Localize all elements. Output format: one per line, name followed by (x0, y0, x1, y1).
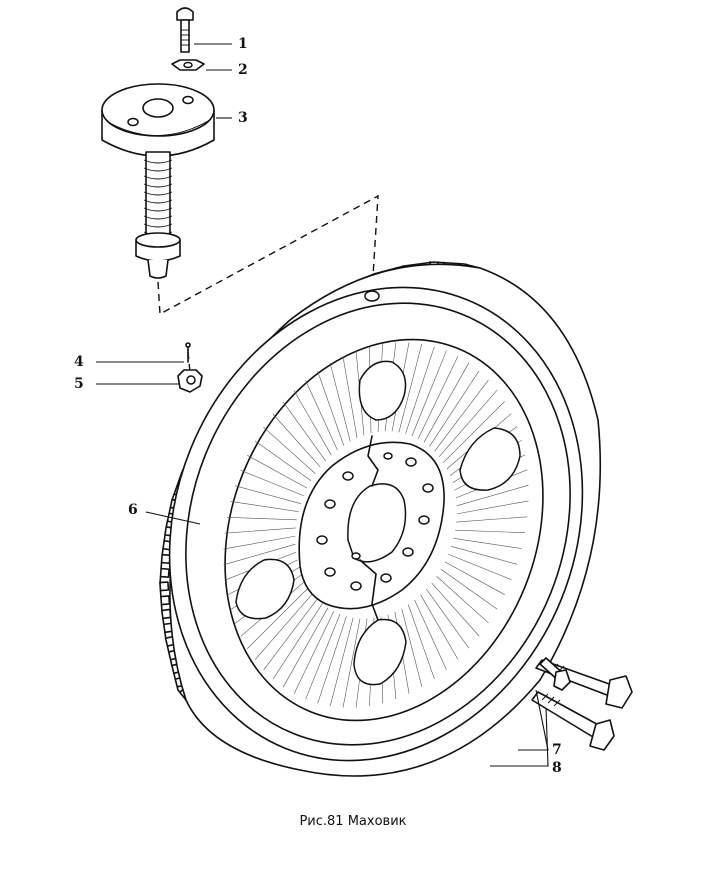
radial-hatch-line (342, 618, 361, 708)
gear-tooth (160, 595, 171, 606)
radial-hatch-line (434, 379, 489, 452)
radial-hatch-line (282, 401, 326, 462)
part-5-nut (177, 369, 203, 393)
callout-4: 4 (74, 354, 84, 370)
radial-hatch-line (453, 538, 522, 549)
radial-hatch-line (440, 568, 498, 610)
radial-hatch-line (317, 370, 344, 446)
radial-hatch-line (305, 380, 338, 451)
radial-hatch-line (234, 485, 301, 504)
radial-hatch-line (305, 613, 341, 700)
radial-hatch-line (456, 500, 529, 515)
callout-8: 8 (552, 760, 562, 776)
part-1-bolt (176, 7, 194, 53)
gear-tooth (159, 567, 170, 578)
radial-hatch-line (405, 346, 435, 434)
radial-hatch-line (431, 582, 480, 637)
radial-hatch-line (423, 362, 470, 443)
callout-7: 7 (552, 742, 562, 758)
radial-hatch-line (426, 588, 470, 649)
radial-hatch-line (438, 389, 498, 457)
callout-6: 6 (128, 502, 138, 518)
leader-lines (96, 43, 549, 767)
radial-hatch-line (254, 593, 314, 661)
gear-tooth (159, 581, 170, 592)
part-3-pin-assembly (101, 83, 215, 279)
radial-hatch-line (317, 616, 347, 704)
radial-hatch-line (240, 470, 304, 497)
part-2-washer (171, 59, 205, 71)
radial-hatch-line (455, 529, 525, 534)
radial-hatch-line (263, 598, 318, 671)
part-4-screw (185, 342, 191, 363)
radial-hatch-line (282, 607, 329, 688)
radial-hatch-line (224, 527, 296, 534)
radial-hatch-line (230, 501, 299, 512)
radial-hatch-line (456, 516, 528, 523)
figure-caption: Рис.81 Маховик (299, 814, 407, 829)
radial-hatch-line (247, 455, 308, 489)
radial-hatch-line (448, 553, 512, 580)
radial-hatch-line (272, 603, 323, 680)
radial-hatch-line (444, 561, 505, 595)
radial-hatch-line (342, 356, 358, 439)
callout-3: 3 (238, 110, 248, 126)
part-8-bolt (531, 691, 615, 751)
radial-hatch-line (417, 355, 459, 440)
part-6-flywheel (159, 260, 602, 777)
callout-2: 2 (238, 62, 248, 78)
part-7-short-bolt (539, 657, 571, 691)
radial-hatch-line (411, 350, 447, 437)
radial-hatch-line (272, 413, 321, 468)
radial-hatch-line (456, 484, 529, 507)
radial-hatch-line (293, 610, 335, 695)
radial-hatch-line (420, 594, 459, 660)
radial-hatch-line (263, 426, 316, 474)
callout-5: 5 (74, 376, 84, 392)
radial-hatch-line (401, 608, 423, 688)
radial-hatch-line (398, 343, 423, 433)
radial-hatch-line (329, 617, 354, 707)
radial-hatch-line (227, 516, 297, 521)
radial-hatch-line (429, 370, 480, 447)
radial-hatch-line (247, 587, 309, 649)
radial-hatch-line (223, 543, 296, 566)
radial-hatch-line (436, 576, 489, 624)
radial-hatch-line (408, 604, 435, 680)
callout-1: 1 (238, 36, 248, 52)
radial-hatch-line (443, 401, 505, 463)
radial-hatch-line (414, 599, 447, 670)
radial-hatch-line (254, 440, 312, 482)
radial-hatch-line (329, 362, 351, 442)
radial-hatch-line (223, 535, 296, 550)
radial-hatch-line (293, 390, 332, 456)
radial-hatch-line (451, 546, 518, 565)
